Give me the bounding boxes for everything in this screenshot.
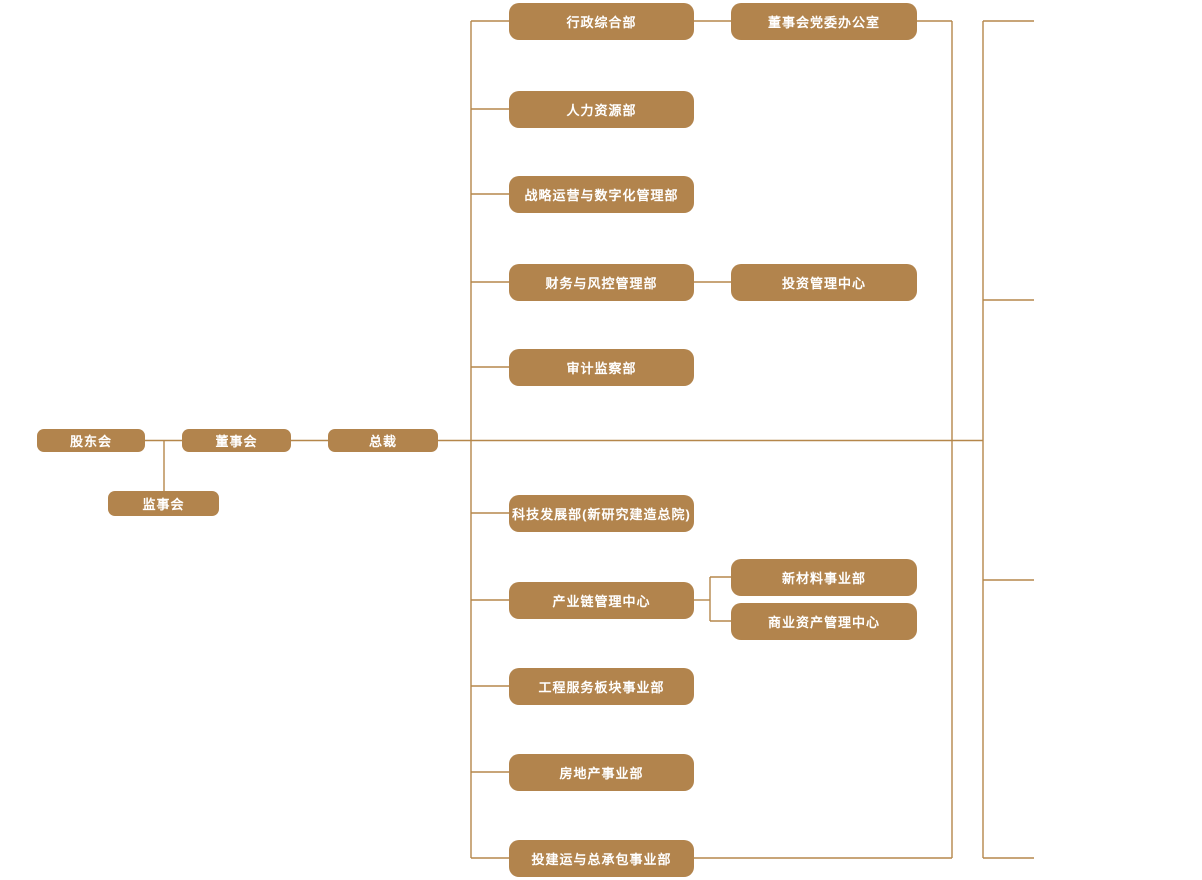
node-invest-build-epc-div: 投建运与总承包事业部 — [509, 839, 694, 877]
node-investment-mgmt-center: 投资管理中心 — [731, 263, 917, 301]
node-commercial-assets-center: 商业资产管理中心 — [731, 602, 917, 640]
node-new-materials-div: 新材料事业部 — [731, 558, 917, 596]
node-shareholders-meeting: 股东会 — [37, 429, 145, 452]
node-board-of-directors: 董事会 — [182, 429, 291, 452]
node-real-estate-div: 房地产事业部 — [509, 753, 694, 791]
node-human-resources-dept: 人力资源部 — [509, 90, 694, 128]
node-audit-supervision-dept: 审计监察部 — [509, 348, 694, 386]
node-industry-chain-center: 产业链管理中心 — [509, 581, 694, 619]
node-board-party-office: 董事会党委办公室 — [731, 2, 917, 40]
node-strategy-digital-dept: 战略运营与数字化管理部 — [509, 176, 694, 213]
node-president: 总裁 — [328, 429, 438, 452]
node-engineering-services-div: 工程服务板块事业部 — [509, 667, 694, 705]
node-tech-development-dept: 科技发展部(新研究建造总院) — [509, 494, 694, 532]
node-finance-risk-dept: 财务与风控管理部 — [509, 263, 694, 301]
node-supervisory-board: 监事会 — [108, 491, 219, 516]
node-admin-general-dept: 行政综合部 — [509, 2, 694, 40]
